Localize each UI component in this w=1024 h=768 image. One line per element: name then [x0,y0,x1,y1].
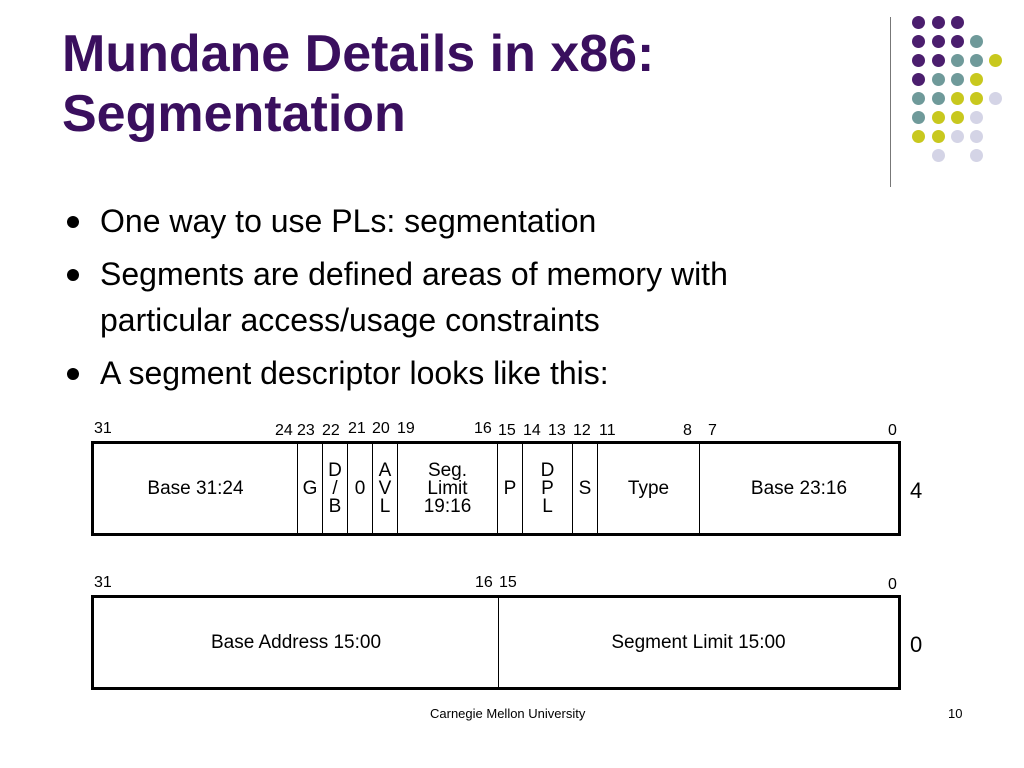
bit-label: 7 [708,422,717,439]
decor-dot [932,130,945,143]
bit-label: 20 [372,420,390,437]
title-line-1: Mundane Details in x86: [62,25,655,83]
bit-label: 24 [275,422,293,439]
word-offset-4: 4 [910,478,923,503]
field-s: S [573,444,598,533]
decor-dot [912,16,925,29]
bit-label: 12 [573,422,591,439]
bit-label: 0 [888,422,897,439]
bit-label: 21 [348,420,366,437]
decor-dot [951,35,964,48]
bullet-dot-icon [67,216,79,228]
field-avl: A V L [373,444,398,533]
bit-label: 13 [548,422,566,439]
decor-dot [970,130,983,143]
bit-label: 15 [499,574,517,591]
decor-dot [951,16,964,29]
bit-label: 16 [474,420,492,437]
decor-dot [951,111,964,124]
bit-label: 16 [475,574,493,591]
decor-dot [970,54,983,67]
decor-dot [912,111,925,124]
bullet-text: Segments are defined areas of memory wit… [100,256,728,338]
title-divider-line [890,17,891,187]
decor-dot [951,130,964,143]
decor-dot [912,73,925,86]
descriptor-lower-word: Base Address 15:00 Segment Limit 15:00 [91,595,901,690]
bit-label: 31 [94,420,112,437]
field-g: G [298,444,323,533]
bit-label: 23 [297,422,315,439]
field-dpl: D P L [523,444,573,533]
title-line-2: Segmentation [62,85,406,143]
field-type: Type [598,444,700,533]
decor-dot [932,73,945,86]
bullet-text: A segment descriptor looks like this: [100,355,609,391]
bit-label: 31 [94,574,112,591]
field-base-31-24: Base 31:24 [94,444,298,533]
field-d-b: D / B [323,444,348,533]
decor-dot [970,35,983,48]
footer-institution: Carnegie Mellon University [430,706,586,721]
bit-label: 0 [888,576,897,593]
bit-label: 8 [683,422,692,439]
bit-label: 14 [523,422,541,439]
field-zero: 0 [348,444,373,533]
field-base-23-16: Base 23:16 [750,477,848,499]
decor-dot [932,92,945,105]
bullet-item: One way to use PLs: segmentation [62,198,862,244]
decor-dot [932,35,945,48]
decor-dot [951,73,964,86]
bullet-item: A segment descriptor looks like this: [62,350,862,396]
bullet-dot-icon [67,368,79,380]
bit-label: 19 [397,420,415,437]
decor-dot [989,54,1002,67]
footer-page-number: 10 [948,706,963,721]
bit-label: 15 [498,422,516,439]
field-segment-limit-15-00: Segment Limit 15:00 [611,631,786,653]
field-base-address-15-00: Base Address 15:00 [94,598,499,687]
descriptor-upper-word: Base 31:24 G D / B 0 A V L Seg. Limit 19… [91,441,901,536]
decor-dot [951,92,964,105]
decor-dot [932,111,945,124]
field-seg-limit-19-16: Seg. Limit 19:16 [398,444,498,533]
decor-dot [912,54,925,67]
decor-dot [912,130,925,143]
field-p: P [498,444,523,533]
decor-dot [989,92,1002,105]
bullet-list: One way to use PLs: segmentation Segment… [62,198,862,403]
bullet-dot-icon [67,269,79,281]
decor-dot [970,92,983,105]
slide-title: Mundane Details in x86: Segmentation [62,24,654,144]
decor-dot [912,92,925,105]
bit-label: 22 [322,422,340,439]
decor-dot [912,35,925,48]
bullet-item: Segments are defined areas of memory wit… [62,251,862,343]
decor-dot [970,73,983,86]
decor-dot [932,16,945,29]
bullet-text: One way to use PLs: segmentation [100,203,597,239]
decor-dot [932,54,945,67]
decor-dot [951,54,964,67]
bit-label: 11 [599,422,616,439]
word-offset-0: 0 [910,632,923,657]
decor-dot [970,149,983,162]
decor-dot [970,111,983,124]
decor-dot [932,149,945,162]
